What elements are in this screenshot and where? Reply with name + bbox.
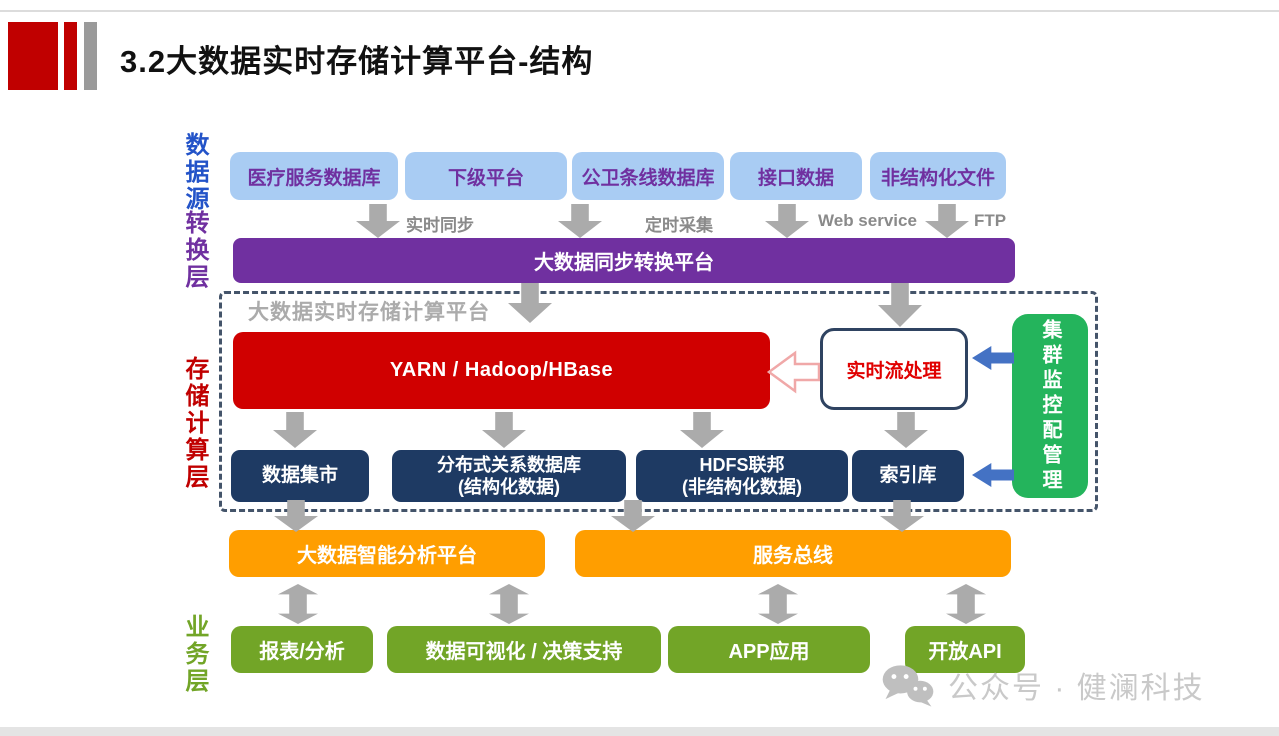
source-box-public-health-db: 公卫条线数据库 xyxy=(572,152,724,200)
storage-box-distributed-rdb: 分布式关系数据库 (结构化数据) xyxy=(392,450,626,502)
updown-arrow-icon xyxy=(489,584,529,624)
down-arrow-icon xyxy=(765,204,809,238)
ingest-label-ftp: FTP xyxy=(974,211,1007,230)
storage-box-title: 索引库 xyxy=(879,465,937,487)
watermark: 公众号 · 健澜科技 xyxy=(878,662,1205,708)
updown-arrow-icon xyxy=(946,584,986,624)
layer-label-storage-compute: 存储计算层 xyxy=(181,356,208,491)
business-box-open-api: 开放API xyxy=(905,626,1025,673)
top-divider xyxy=(0,10,1279,12)
hollow-left-arrow-icon xyxy=(766,350,821,394)
bottom-divider xyxy=(0,727,1279,736)
layer-label-business: 业务层 xyxy=(181,614,208,695)
transform-platform-bar: 大数据同步转换平台 xyxy=(233,238,1015,283)
source-box-unstructured-files: 非结构化文件 xyxy=(870,152,1006,200)
business-box-reports: 报表/分析 xyxy=(231,626,373,673)
service-bus-box: 服务总线 xyxy=(575,530,1011,577)
source-box-lower-platform: 下级平台 xyxy=(405,152,567,200)
layer-label-transform: 转换层 xyxy=(181,210,208,291)
ingest-label-web-service: Web service xyxy=(818,211,917,230)
storage-box-data-mart: 数据集市 xyxy=(231,450,369,502)
updown-arrow-icon xyxy=(758,584,798,624)
title-accent-bar-red xyxy=(64,22,77,90)
storage-platform-frame-label: 大数据实时存储计算平台 xyxy=(248,301,490,324)
business-box-visualization: 数据可视化 / 决策支持 xyxy=(387,626,661,673)
analysis-platform-box: 大数据智能分析平台 xyxy=(229,530,545,577)
source-box-interface-data: 接口数据 xyxy=(730,152,862,200)
down-arrow-icon xyxy=(925,204,969,238)
updown-arrow-icon xyxy=(278,584,318,624)
ingest-label-realtime-sync: 实时同步 xyxy=(406,216,474,235)
layer-label-source: 数据源 xyxy=(181,132,208,213)
storage-platform-frame xyxy=(219,291,1098,512)
watermark-text: 公众号 · 健澜科技 xyxy=(948,672,1205,705)
storage-box-title: 分布式关系数据库 xyxy=(437,454,581,475)
title-accent-bar-gray xyxy=(84,22,97,90)
down-arrow-icon xyxy=(558,204,602,238)
storage-box-index-db: 索引库 xyxy=(852,450,964,502)
storage-box-subtitle: (结构化数据) xyxy=(458,477,560,497)
source-box-medical-db: 医疗服务数据库 xyxy=(230,152,398,200)
page-title: 3.2大数据实时存储计算平台-结构 xyxy=(120,44,594,79)
storage-box-hdfs-federation: HDFS联邦 (非结构化数据) xyxy=(636,450,848,502)
down-arrow-icon xyxy=(356,204,400,238)
cluster-monitor-label: 集群监控配管理 xyxy=(1039,318,1061,494)
storage-box-subtitle: (非结构化数据) xyxy=(682,477,802,497)
business-box-app: APP应用 xyxy=(668,626,870,673)
wechat-icon xyxy=(882,665,934,707)
yarn-hadoop-hbase-box: YARN / Hadoop/HBase xyxy=(233,332,770,409)
stream-processing-box: 实时流处理 xyxy=(820,328,968,410)
storage-box-title: HDFS联邦 xyxy=(699,454,785,475)
cluster-monitor-box: 集群监控配管理 xyxy=(1012,314,1088,498)
title-accent-square xyxy=(8,22,58,90)
ingest-label-scheduled-collect: 定时采集 xyxy=(645,216,713,235)
storage-box-title: 数据集市 xyxy=(261,465,338,487)
